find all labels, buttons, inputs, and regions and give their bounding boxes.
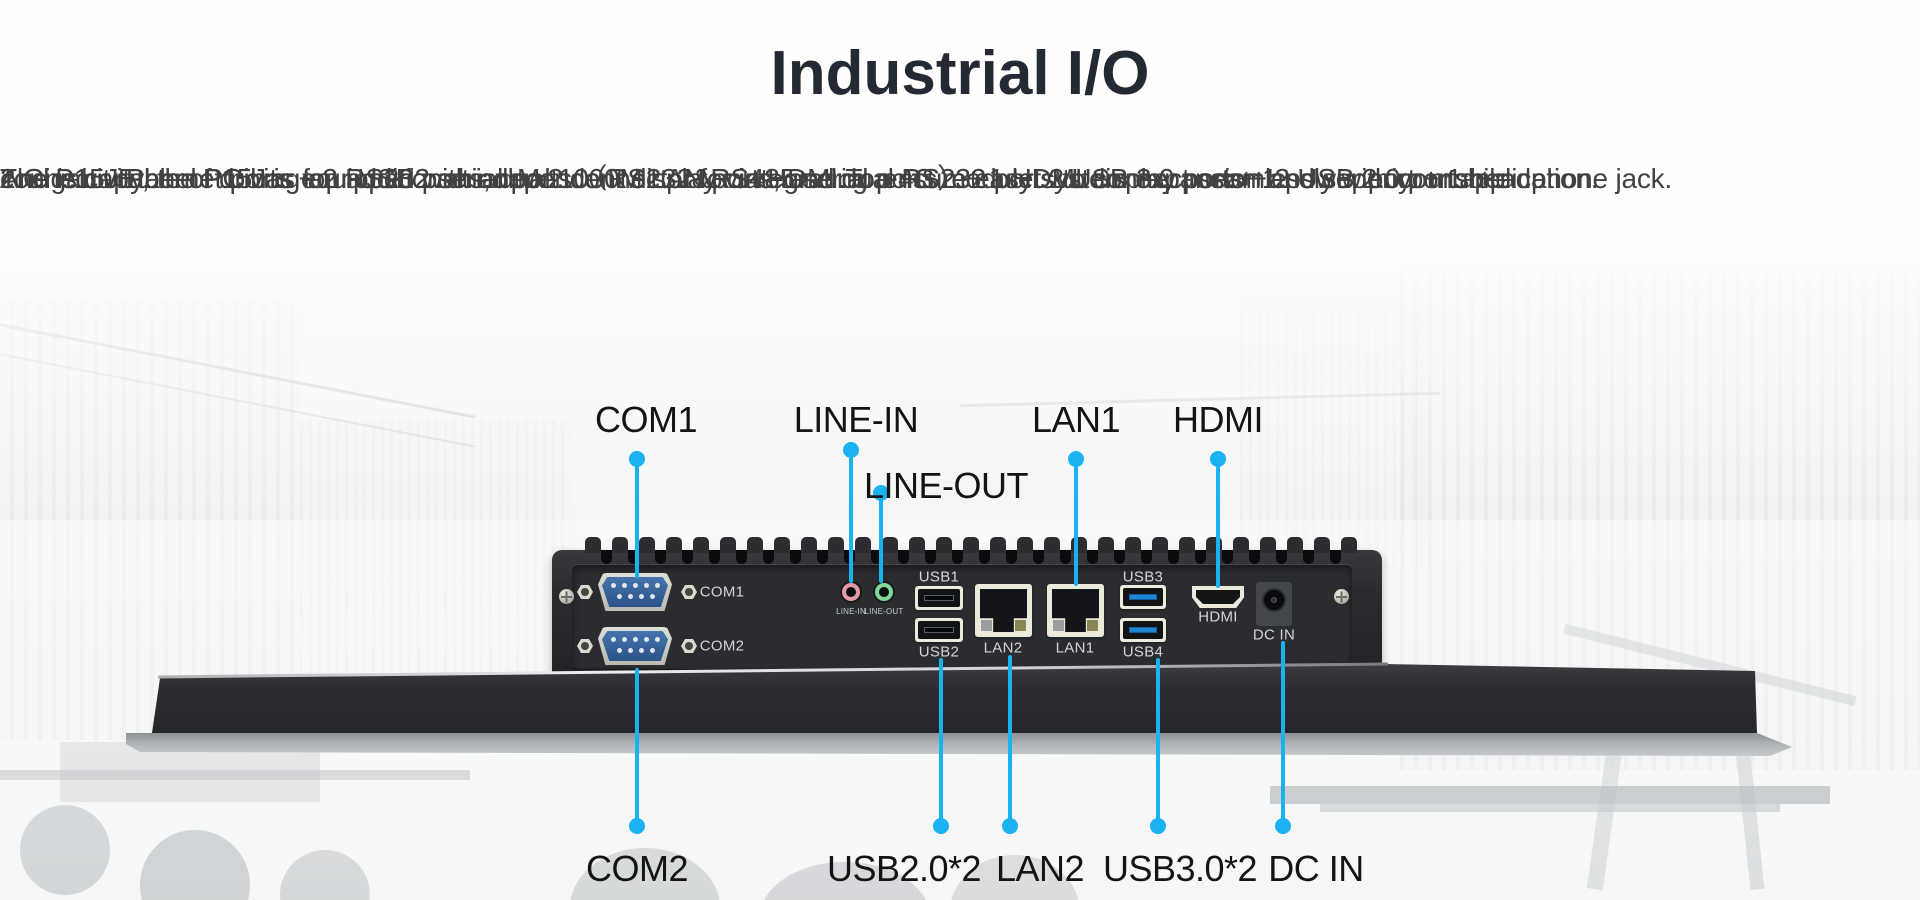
intro-line-1: The P15J Panel PC has four USB ports, du…: [0, 163, 1599, 194]
bezel-underside: [126, 733, 1792, 756]
lan2-port-label: LAN2: [983, 639, 1023, 657]
callout-dot-lan1: [1068, 451, 1084, 467]
callout-label-line-in: LINE-IN: [793, 399, 919, 440]
callout-line-lan1: [1074, 459, 1078, 586]
callout-line-line-in: [849, 450, 853, 583]
callout-line-dc-in: [1281, 641, 1285, 826]
line-in-jack-label: LINE-IN: [836, 607, 866, 616]
com2-serial-port: [598, 627, 672, 665]
db9-insert: [602, 577, 668, 607]
callout-label-usb2.0x2: USB2.0*2: [826, 848, 982, 889]
callout-line-com1: [635, 459, 639, 578]
screw-icon: [559, 589, 574, 604]
callout-dot-line-out: [873, 485, 889, 501]
bg-white-overlay: [0, 0, 1920, 520]
com1-serial-port: [598, 573, 672, 611]
callout-dot-line-in: [843, 442, 859, 458]
bg-structure: [1320, 804, 1780, 812]
usb3-port: [1120, 585, 1166, 609]
hex-nut-icon: [681, 639, 697, 653]
dc-in-port-label: DC IN: [1252, 626, 1296, 644]
usb2-port: [915, 618, 963, 642]
callout-line-usb3.0x2: [1156, 658, 1160, 826]
callout-dot-hdmi: [1210, 451, 1226, 467]
callout-label-com1: COM1: [594, 399, 698, 440]
intro-line-3: connectivity, the P15J is equipped with …: [0, 163, 1493, 194]
hex-nut-icon: [681, 585, 697, 599]
callout-label-lan2: LAN2: [995, 848, 1085, 889]
lan1-port: [1047, 584, 1104, 637]
callout-dot-com1: [629, 451, 645, 467]
dc-in-port: [1256, 582, 1292, 626]
callout-line-lan2: [1008, 655, 1012, 826]
callout-line-hdmi: [1216, 459, 1220, 588]
bg-structure: [1270, 786, 1830, 804]
callout-dot-dc-in: [1275, 818, 1291, 834]
usb3-port-label: USB3: [1122, 568, 1164, 586]
page-title: Industrial I/O: [770, 39, 1150, 108]
usb1-port: [915, 586, 963, 610]
line-in-jack: [840, 581, 862, 603]
intro-line-4: 2 Gigabit Ethernet ports + 2 RS232 seria…: [0, 163, 1673, 194]
lan2-port: [975, 584, 1032, 637]
intro-line-2: And is capable of driving an additional …: [0, 163, 1511, 194]
callout-line-usb2.0x2: [939, 658, 943, 826]
db9-pins: [607, 630, 663, 656]
callout-dot-lan2: [1002, 818, 1018, 834]
line-out-jack-label: LINE-OUT: [864, 607, 904, 616]
usb4-port-label: USB4: [1122, 643, 1164, 661]
hdmi-port-label: HDMI: [1198, 608, 1238, 626]
screw-icon: [1334, 589, 1349, 604]
com2-port-label: COM2: [699, 637, 745, 655]
callout-dot-com2: [629, 818, 645, 834]
lan1-port-label: LAN1: [1055, 639, 1095, 657]
com1-port-label: COM1: [699, 583, 745, 601]
callout-label-line-out: LINE-OUT: [863, 465, 1029, 506]
hex-nut-icon: [577, 639, 593, 653]
callout-line-line-out: [879, 493, 883, 583]
io-port-recess: [572, 564, 1352, 670]
bg-machinery: [20, 805, 110, 895]
line-out-jack: [873, 581, 895, 603]
callout-dot-usb2.0x2: [933, 818, 949, 834]
callout-label-dc-in: DC IN: [1268, 848, 1364, 889]
hdmi-port: [1192, 586, 1244, 608]
db9-pins: [607, 576, 663, 602]
hex-nut-icon: [577, 585, 593, 599]
callout-line-com2: [635, 668, 639, 826]
callout-label-hdmi: HDMI: [1173, 399, 1264, 440]
heatsink-fins: [585, 537, 1363, 567]
callout-dot-usb3.0x2: [1150, 818, 1166, 834]
usb4-port: [1120, 618, 1166, 642]
db9-insert: [602, 631, 668, 661]
usb2-port-label: USB2: [918, 643, 960, 661]
callout-label-usb3.0x2: USB3.0*2: [1102, 848, 1258, 889]
callout-label-lan1: LAN1: [1031, 399, 1121, 440]
usb1-port-label: USB1: [918, 568, 960, 586]
callout-label-com2: COM2: [585, 848, 689, 889]
bg-machinery: [0, 770, 470, 780]
